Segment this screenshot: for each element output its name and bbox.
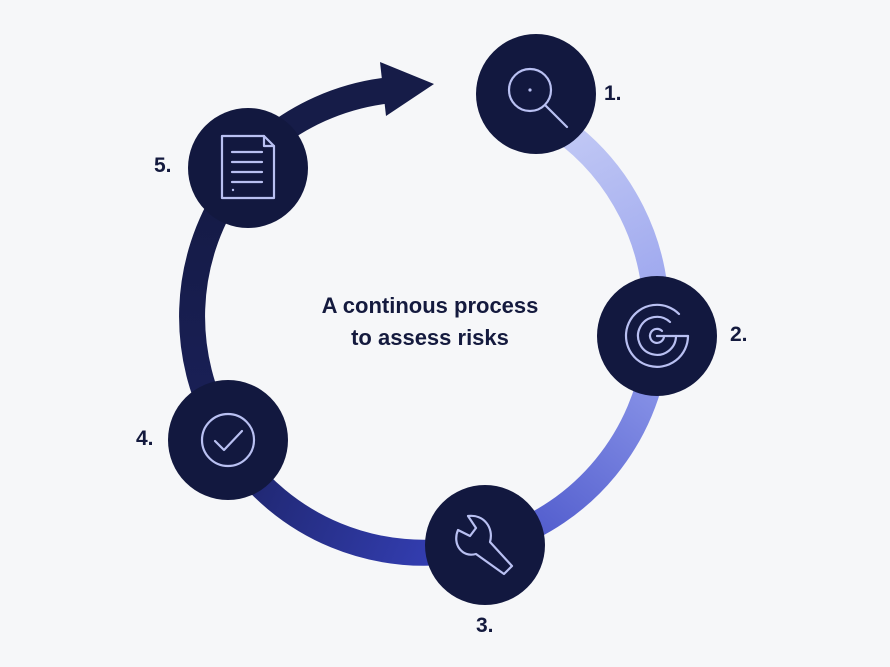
wrench-icon: [455, 514, 514, 576]
diagram-title-line-2: to assess risks: [351, 325, 509, 350]
diagram-title: A continous process to assess risks: [280, 290, 580, 354]
step-2-label: 2.: [730, 323, 748, 346]
step-5-node: [188, 108, 308, 228]
document-icon: [220, 134, 276, 200]
step-4-node: [168, 380, 288, 500]
step-1-node: [476, 34, 596, 154]
magnifier-icon: [507, 67, 569, 129]
check-circle-icon: [200, 412, 256, 468]
cycle-arrowhead: [380, 62, 434, 116]
diagram-title-line-1: A continous process: [321, 293, 539, 318]
radar-icon: [624, 303, 690, 368]
step-3-node: [425, 485, 545, 605]
step-3-label: 3.: [476, 614, 494, 637]
step-2-node: [597, 276, 717, 396]
step-1-label: 1.: [604, 82, 622, 105]
step-4-label: 4.: [136, 427, 154, 450]
step-5-label: 5.: [154, 154, 172, 177]
